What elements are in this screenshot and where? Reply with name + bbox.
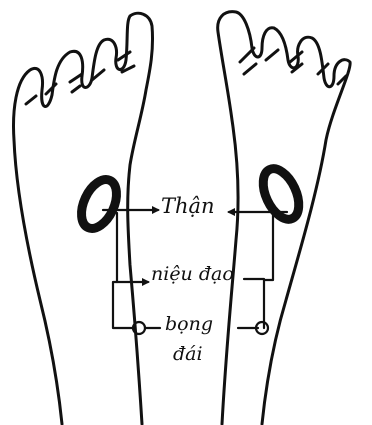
right-toe2-crease: [266, 50, 278, 60]
kidney-arrow-left: [152, 206, 160, 214]
kidney-label: Thận: [161, 196, 215, 217]
right-ureter-path: [264, 213, 273, 328]
urethra-arrow-left: [142, 278, 150, 286]
left-toe3-crease: [70, 74, 82, 92]
left-toe5-crease: [26, 96, 36, 104]
right-kidney-zone: [256, 163, 306, 225]
urethra-label: niệu đạo: [151, 265, 234, 284]
kidney-arrow-right: [227, 208, 235, 216]
bladder-label-line2: đái: [173, 345, 203, 364]
bladder-label-line1: bọng: [165, 315, 213, 334]
